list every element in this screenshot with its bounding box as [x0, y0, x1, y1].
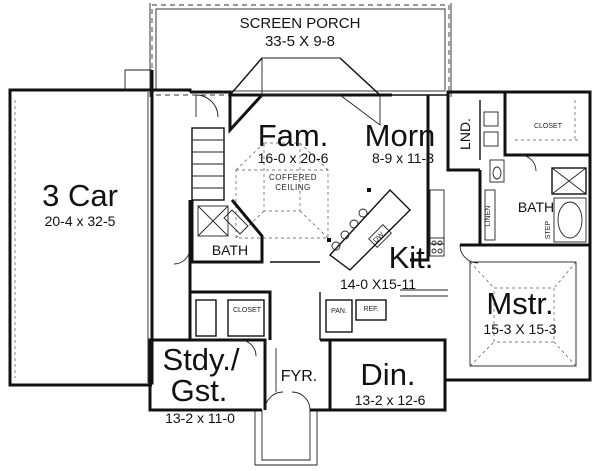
family-room [228, 57, 448, 239]
master-bath-name: BATH [518, 199, 554, 215]
study-name-line2: Gst. [171, 373, 228, 408]
master-dims: 15-3 X 15-3 [483, 321, 556, 337]
dining [320, 338, 447, 410]
kitchen [319, 95, 448, 340]
hall-closet-name: CLOSET [233, 307, 262, 314]
study-name-line1: Stdy./ [163, 342, 240, 377]
morning-dims: 8-9 x 11-3 [372, 150, 434, 166]
study-dims: 13-2 x 11-0 [165, 410, 235, 426]
porch-name: SCREEN PORCH [240, 15, 361, 32]
kitchen-dims: 14-0 X15-11 [340, 276, 416, 292]
laundry [446, 95, 499, 172]
garage-entry [173, 94, 219, 265]
interior-walls [188, 200, 320, 340]
garage-dims: 20-4 x 32-5 [45, 213, 116, 229]
porch-dims: 33-5 X 9-8 [265, 33, 335, 50]
master-bedroom [459, 244, 577, 367]
master-closet [503, 92, 590, 157]
stairs [191, 127, 225, 201]
study [150, 338, 267, 410]
family-dims: 16-0 x 20-6 [258, 150, 329, 166]
family-name: Fam. [258, 118, 329, 153]
dining-name: Din. [360, 357, 415, 392]
family-ceiling-line1: COFFERED [269, 173, 317, 182]
master-bath [460, 154, 590, 247]
kitchen-name: Kit. [389, 240, 434, 275]
family-ceiling-line2: CEILING [275, 183, 311, 192]
hall-closet [190, 290, 272, 340]
dining-dims: 13-2 x 12-6 [355, 392, 426, 408]
laundry-name: LND. [457, 118, 473, 150]
step-name: STEP [545, 221, 552, 240]
morning-name: Morn [365, 118, 436, 153]
linen-name: LINEN [485, 206, 492, 227]
refrigerator-name: REF. [363, 306, 378, 313]
hall-bath-name: BATH [212, 242, 248, 258]
master-name: Mstr. [486, 286, 553, 321]
foyer [264, 348, 311, 411]
garage [8, 69, 154, 387]
garage-name: 3 Car [42, 178, 118, 213]
master-closet-name: CLOSET [534, 123, 563, 130]
foyer-name: FYR. [281, 368, 317, 385]
pantry-name: PAN. [331, 308, 347, 315]
